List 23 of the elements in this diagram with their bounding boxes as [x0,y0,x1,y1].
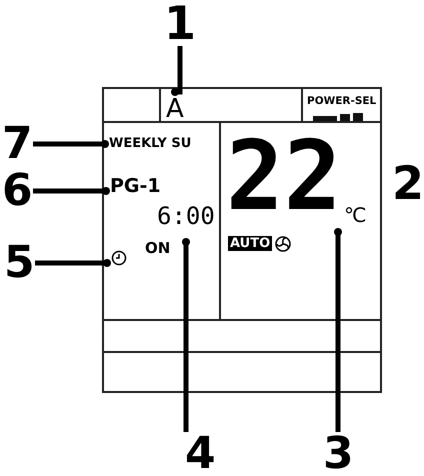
leader-line [35,259,111,267]
callout-number: 3 [323,432,354,476]
mode-label: POWER-SEL [307,96,376,106]
time-digits: 6:00 [157,204,215,228]
status-label: ON [145,241,170,256]
callout-number: 5 [4,241,35,285]
leader-line [171,46,182,96]
leader-line [33,140,109,148]
leader-line [182,238,190,432]
mode-badge: AUTO [228,236,272,251]
leader-line [33,187,110,195]
callout-number: 4 [185,432,216,476]
weekly-day-indicator: WEEKLY SU [109,137,192,150]
callout-number: 2 [392,160,424,206]
callout-number: 1 [164,0,196,46]
callout-number: 6 [2,169,33,213]
leader-line [334,228,342,432]
clock-icon [111,250,127,266]
program-indicator: PG-1 [110,177,161,196]
temperature-digits: 22 [226,128,342,224]
mode-indicator: A [166,96,184,122]
callout-number: 7 [2,122,33,166]
unit-label: ℃ [344,205,366,225]
